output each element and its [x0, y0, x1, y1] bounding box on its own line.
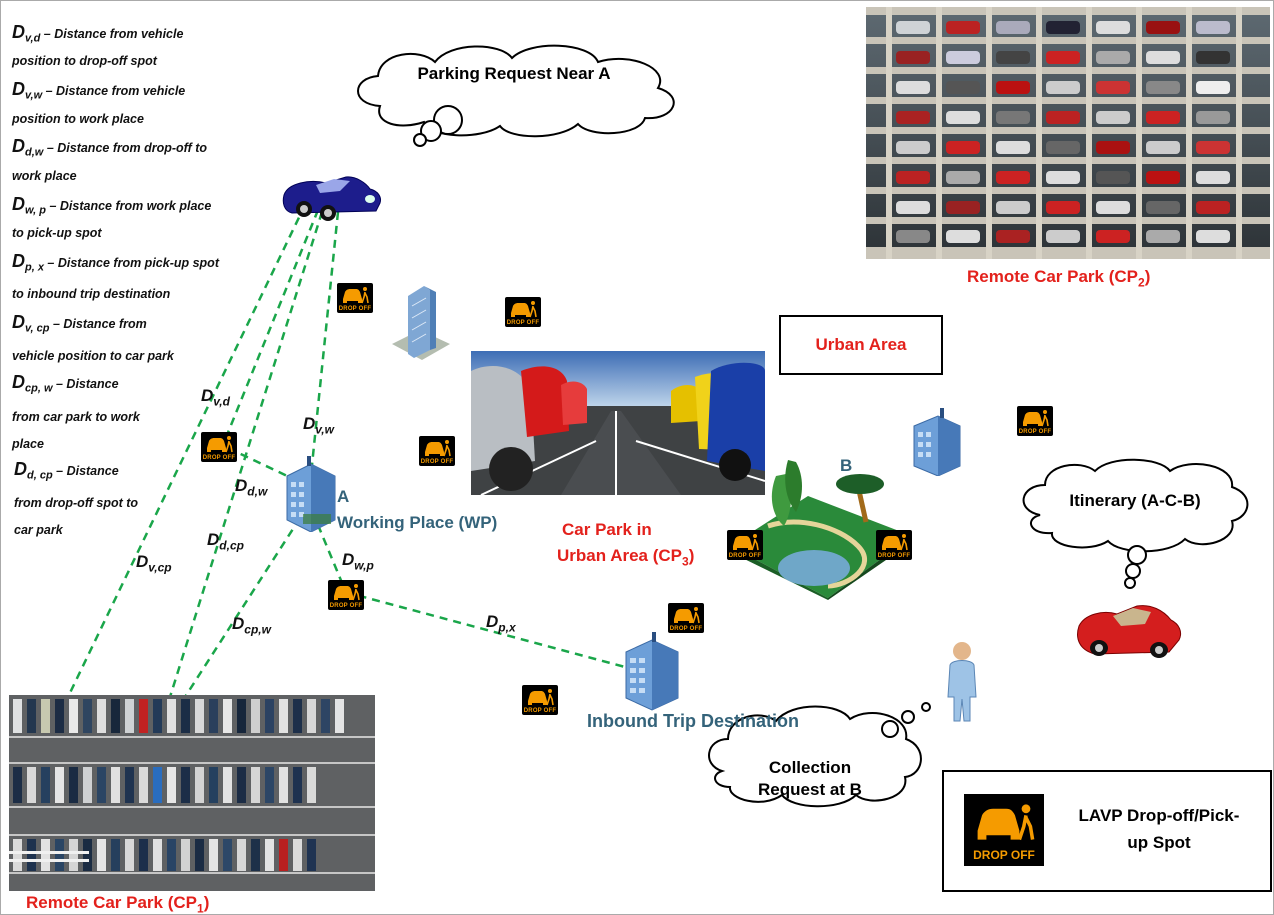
- red-car-icon: [1077, 605, 1182, 658]
- label-working-place: Working Place (WP): [337, 513, 498, 532]
- building-near-b-icon: [913, 408, 961, 476]
- line-v-d: [223, 209, 320, 441]
- multi-storey-garage-image: [866, 7, 1270, 259]
- drop-off-spot-icon: DROP OFF: [337, 283, 373, 313]
- line-v-cp: [66, 204, 307, 698]
- remote-car-park-cp1-photo: [9, 695, 375, 891]
- legend-entry: Dp, x – Distance from pick-up spot: [12, 251, 219, 274]
- legend-entry-cont: to pick-up spot: [12, 226, 102, 240]
- inbound-destination-building-icon: [625, 632, 679, 711]
- urban-area-box: Urban Area: [779, 315, 943, 375]
- label-inbound-trip: Inbound Trip Destination: [587, 711, 799, 731]
- label-d-vw: Dv,w: [303, 414, 334, 437]
- blue-car-icon: [282, 176, 381, 221]
- drop-off-spot-icon: DROP OFF: [522, 685, 558, 715]
- drop-off-spot-icon: DROP OFF: [201, 432, 237, 462]
- legend-entry-cont: work place: [12, 169, 77, 183]
- cloud-parking-request-text: Parking Request Near A: [417, 64, 611, 83]
- aerial-car-park-image: [9, 695, 375, 891]
- legend-entry: Dw, p – Distance from work place: [12, 194, 212, 217]
- legend-entry-cont: position to drop-off spot: [12, 54, 157, 68]
- legend-entry: Dv,d – Distance from vehicle: [12, 22, 184, 45]
- legend-entry-cont: to inbound trip destination: [12, 287, 171, 301]
- cloud-collection-text: Collection Request at B: [758, 758, 862, 799]
- label-point-a: A: [337, 487, 350, 506]
- urban-area-label: Urban Area: [815, 335, 907, 354]
- car-park-cp3-photo: [471, 351, 765, 495]
- label-point-b: B: [840, 456, 853, 475]
- label-d-dw: Dd,w: [235, 476, 268, 499]
- legend-entry-cont: from car park to work: [12, 410, 140, 424]
- person-icon: [947, 642, 977, 722]
- line-v-w: [310, 211, 340, 466]
- legend-entry: Dcp, w – Distance: [12, 372, 119, 395]
- legend-entry: Dv, cp – Distance from: [12, 312, 147, 335]
- drop-off-spot-icon: DROP OFF: [727, 530, 763, 560]
- legend-entry-cont: vehicle position to car park: [12, 349, 174, 363]
- label-d-vcp: Dv,cp: [136, 552, 172, 575]
- legend-entry: Dd, cp – Distance: [14, 459, 119, 482]
- label-remote-car-park-cp2: Remote Car Park (CP2): [967, 267, 1151, 290]
- legend-entry-cont: place: [12, 437, 44, 451]
- cloud-parking-request: [357, 44, 675, 147]
- cloud-itinerary: [1022, 458, 1249, 589]
- drop-off-spot-icon: DROP OFF: [419, 436, 455, 466]
- label-d-wp: Dw,p: [342, 550, 374, 573]
- lavp-legend-box: DROP OFF LAVP Drop-off/Pick- up Spot: [942, 770, 1272, 892]
- drop-off-spot-icon: DROP OFF: [1017, 406, 1053, 436]
- working-place-building-icon: [286, 456, 336, 532]
- cloud-itinerary-text: Itinerary (A-C-B): [1069, 491, 1201, 510]
- drop-off-spot-icon: DROP OFF: [505, 297, 541, 327]
- label-d-px: Dp,x: [486, 612, 516, 635]
- drop-off-spot-icon: DROP OFF: [328, 580, 364, 610]
- line-p-x: [344, 590, 656, 677]
- label-d-vd: Dv,d: [201, 386, 230, 409]
- drop-off-spot-icon: DROP OFF: [668, 603, 704, 633]
- legend-entry-cont: from drop-off spot to: [14, 496, 139, 510]
- label-d-cpw: Dcp,w: [232, 614, 271, 637]
- legend-entry-cont: position to work place: [12, 112, 144, 126]
- line-cp-w: [183, 517, 302, 698]
- legend-entry-cont: car park: [14, 523, 63, 537]
- outdoor-car-park-image: [471, 351, 765, 495]
- lavp-legend-text: LAVP Drop-off/Pick- up Spot: [1078, 806, 1240, 852]
- legend-entry: Dv,w – Distance from vehicle: [12, 79, 186, 102]
- label-remote-car-park-cp1: Remote Car Park (CP1): [26, 893, 210, 915]
- line-w-p: [316, 524, 347, 591]
- label-d-dcp: Dd,cp: [207, 530, 244, 553]
- line-v-cp-2: [168, 211, 324, 698]
- park-area-icon: [730, 460, 912, 600]
- office-tower-icon: [392, 286, 450, 360]
- legend-entry: Dd,w – Distance from drop-off to: [12, 136, 208, 159]
- lavp-drop-off-icon: DROP OFF: [964, 794, 1044, 866]
- label-car-park-cp3: Car Park in Urban Area (CP3): [557, 520, 695, 569]
- drop-off-spot-icon: DROP OFF: [876, 530, 912, 560]
- cloud-collection-request: [708, 702, 931, 808]
- remote-car-park-cp2-photo: [866, 7, 1270, 259]
